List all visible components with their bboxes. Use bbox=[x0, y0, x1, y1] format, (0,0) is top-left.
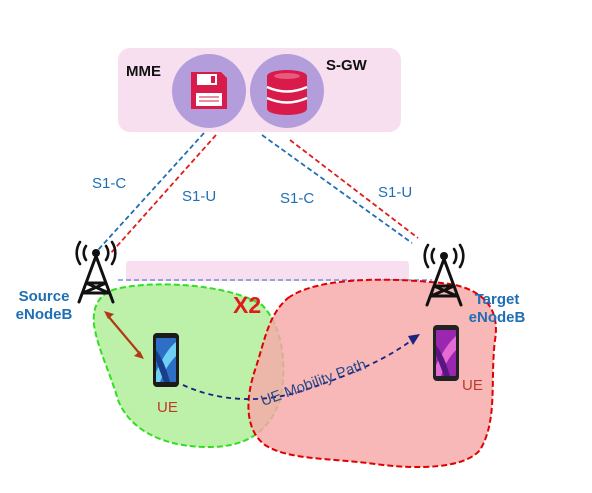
sgw-database-icon bbox=[250, 54, 324, 128]
x2-interface-band bbox=[126, 261, 409, 281]
left-s1u-line bbox=[109, 134, 217, 255]
source-cell-area bbox=[92, 283, 285, 449]
mme-label: MME bbox=[126, 63, 161, 80]
source-enodeb-label-line1: Source bbox=[18, 288, 70, 305]
target-enodeb-label-line1: Target bbox=[474, 291, 520, 308]
source-tower-icon bbox=[75, 240, 117, 304]
left-s1u-label: S1-U bbox=[182, 188, 217, 205]
ue-mobility-path-arrowhead bbox=[408, 334, 420, 345]
target-ue-phone-icon bbox=[433, 325, 459, 381]
source-ue-label: UE bbox=[157, 399, 178, 416]
source-ue-phone-icon bbox=[153, 333, 179, 387]
radio-link-arrow bbox=[104, 311, 144, 359]
source-enodeb-label-line2: eNodeB bbox=[15, 306, 73, 323]
target-ue-label: UE bbox=[462, 377, 483, 394]
ue-mobility-path bbox=[182, 339, 413, 400]
source-enodeb-label: Source eNodeB bbox=[12, 289, 76, 322]
mme-icon bbox=[172, 54, 246, 128]
right-s1c-line bbox=[261, 134, 413, 244]
sgw-label: S-GW bbox=[326, 57, 367, 74]
right-s1u-label: S1-U bbox=[378, 184, 413, 201]
right-s1c-label: S1-C bbox=[280, 190, 315, 207]
left-s1c-label: S1-C bbox=[92, 175, 127, 192]
left-s1c-line bbox=[97, 132, 205, 251]
x2-label: X2 bbox=[233, 292, 262, 318]
target-tower-icon bbox=[423, 243, 465, 307]
right-s1u-line bbox=[289, 139, 419, 239]
target-enodeb-label: Target eNodeB bbox=[465, 292, 529, 325]
target-enodeb-label-line2: eNodeB bbox=[468, 309, 526, 326]
